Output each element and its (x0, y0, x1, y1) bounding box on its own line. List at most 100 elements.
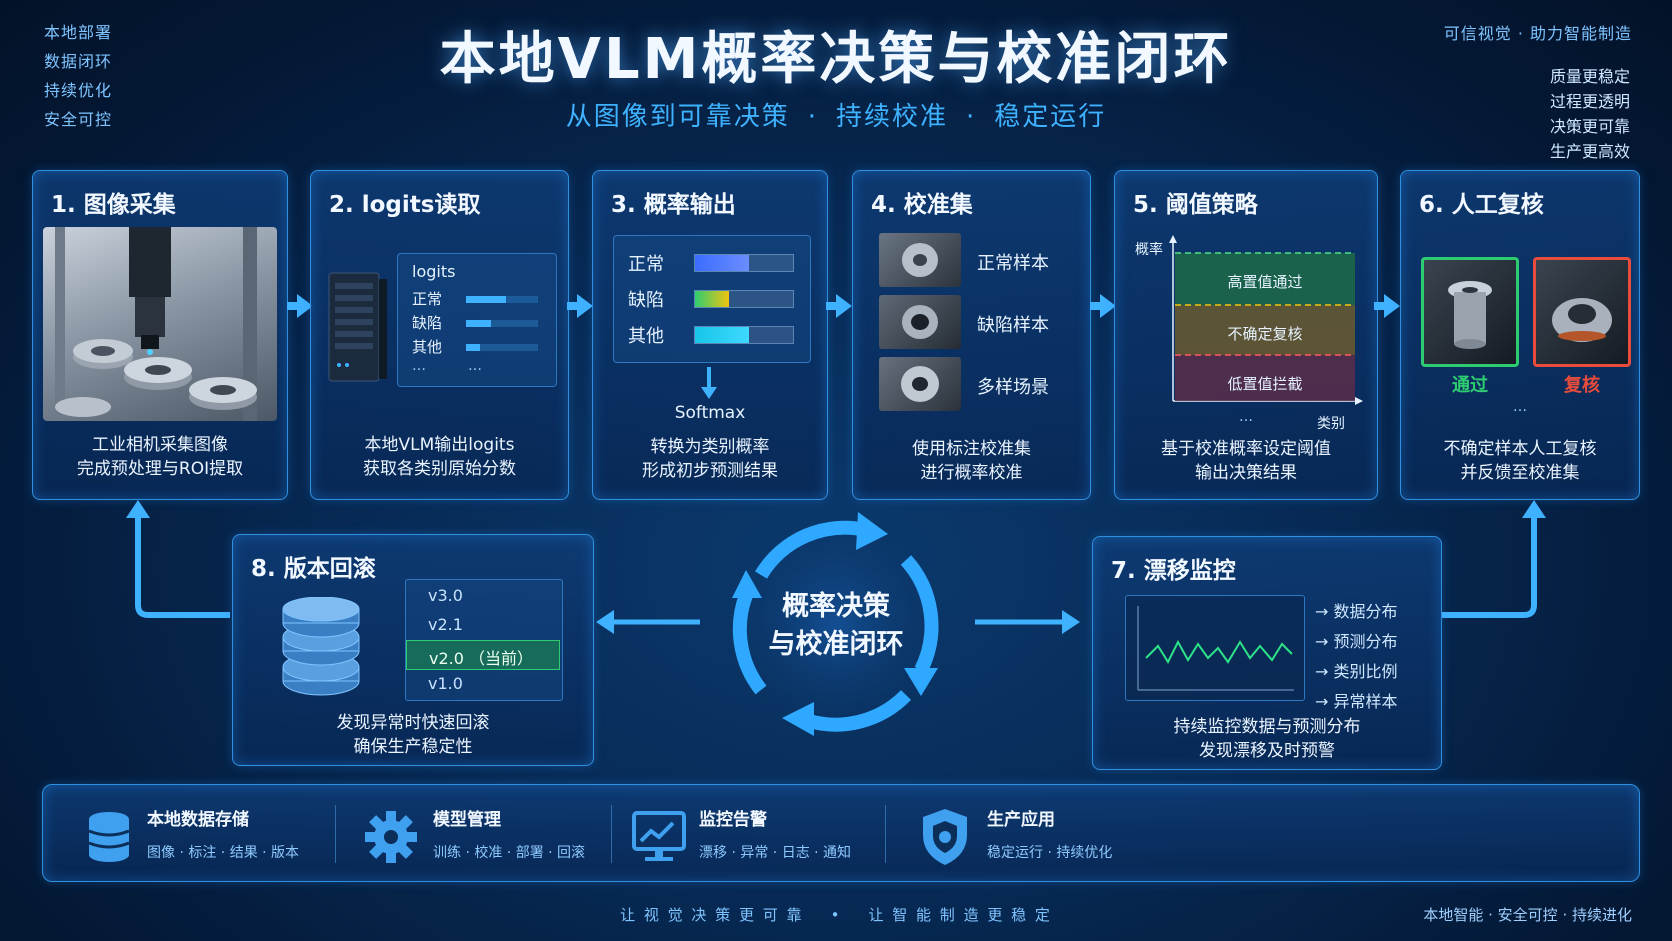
sample-label: 正常样本 (977, 253, 1049, 274)
sample-label: 缺陷样本 (977, 315, 1049, 336)
subtitle-part: 持续校准 (835, 102, 948, 132)
footer-text: 监控告警 漂移 · 异常 · 日志 · 通知 (699, 805, 879, 862)
footer-title: 模型管理 (433, 810, 501, 830)
camera-illustration (55, 227, 257, 421)
footer-sub: 稳定运行 · 持续优化 (987, 845, 1113, 861)
desc-line: 基于校准概率设定阈值 (1161, 439, 1331, 459)
desc-line: 使用标注校准集 (912, 439, 1031, 459)
flow-arrow (567, 294, 593, 318)
version-item[interactable]: v3.0 (428, 586, 463, 605)
loop-ring (718, 507, 954, 743)
desc-line: 进行概率校准 (920, 463, 1023, 483)
flow-arrow (1374, 294, 1400, 318)
prob-label: 正常 (628, 254, 664, 275)
desc-line: 确保生产稳定性 (353, 737, 473, 757)
footer-bar: 本地数据存储 图像 · 标注 · 结果 · 版本 模型管理 训练 · 校准 · … (42, 784, 1640, 882)
footer-title: 生产应用 (987, 810, 1055, 830)
footer-divider (335, 805, 336, 863)
sample-thumb-scene (879, 357, 961, 411)
sample-label: 多样场景 (977, 377, 1049, 398)
prob-label: 其他 (628, 326, 664, 347)
logits-box-title: logits (412, 262, 456, 281)
gear-icon (365, 811, 417, 863)
prob-label: 缺陷 (628, 290, 664, 311)
database-icon (88, 812, 130, 862)
version-item[interactable]: v1.0 (428, 674, 463, 693)
desc-line: 转换为类别概率 (650, 437, 770, 457)
panel-title: 8. 版本回滚 (251, 556, 376, 582)
top-right-item: 决策更可靠 (1549, 117, 1630, 136)
panel-manual-review: 6. 人工复核 通过 复核 … 不确定样本人工复核 并反馈至校准集 (1400, 170, 1640, 500)
axis-label-y: 概率 (1135, 242, 1163, 258)
review-sample (1533, 257, 1631, 367)
panel-threshold: 5. 阈值策略 概率 高置值通过 不确定复核 低置值拦截 … 类别 基于校准概率… (1114, 170, 1378, 500)
page-subtitle: 从图像到可靠决策·持续校准·稳定运行 (0, 96, 1672, 133)
panel-title: 2. logits读取 (329, 192, 481, 218)
version-item[interactable]: v2.1 (428, 615, 463, 634)
panel-drift-monitor: 7. 漂移监控 → 数据分布 → 预测分布 → 类别比例 → 异常样本 持续监控… (1092, 536, 1442, 770)
bottom-right-tagline: 本地智能 · 安全可控 · 持续进化 (1423, 906, 1632, 924)
softmax-label: Softmax (674, 403, 746, 423)
version-current-highlight[interactable]: v2.0 （当前） (406, 640, 560, 670)
footer-text: 本地数据存储 图像 · 标注 · 结果 · 版本 (147, 805, 337, 862)
top-right-item: 生产更高效 (1549, 142, 1630, 161)
desc-line: 工业相机采集图像 (92, 435, 228, 455)
prob-bar-track (694, 326, 794, 344)
ellipsis: … (1513, 399, 1527, 415)
panel-title: 3. 概率输出 (611, 192, 736, 218)
top-right-item: 过程更透明 (1549, 92, 1630, 111)
drift-metric: → 预测分布 (1315, 632, 1398, 651)
desc-line: 不确定样本人工复核 (1443, 439, 1597, 459)
panel-title: 1. 图像采集 (51, 192, 176, 218)
subtitle-dot: · (807, 102, 818, 132)
monitor-chart-icon (632, 811, 686, 861)
band-label-pass: 高置值通过 (1227, 273, 1303, 291)
drift-metric-list: → 数据分布 → 预测分布 → 类别比例 → 异常样本 (1315, 597, 1398, 717)
panel-desc: 本地VLM输出logits 获取各类别原始分数 (311, 433, 568, 481)
logits-bar (466, 320, 492, 327)
subtitle-part: 从图像到可靠决策 (565, 102, 790, 132)
pass-label: 通过 (1452, 375, 1488, 396)
logits-bar-track (466, 344, 538, 351)
logits-label: 其他 (412, 338, 443, 356)
desc-line: 本地VLM输出logits (364, 435, 515, 455)
server-icon (328, 272, 387, 382)
prob-bar-normal (695, 255, 749, 271)
panel-desc: 持续监控数据与预测分布 发现漂移及时预警 (1093, 715, 1441, 763)
center-line: 概率决策 (782, 591, 890, 622)
prob-bar-other (695, 327, 749, 343)
desc-line: 完成预处理与ROI提取 (76, 459, 244, 479)
flow-arrow (826, 294, 852, 318)
drift-metric: → 数据分布 (1315, 602, 1398, 621)
logits-bar-track (466, 320, 538, 327)
page-title: 本地VLM概率决策与校准闭环 (439, 27, 1233, 92)
prob-box: 正常 缺陷 其他 (613, 235, 811, 363)
desc-line: 获取各类别原始分数 (363, 459, 516, 479)
drift-metric-label: 预测分布 (1333, 632, 1398, 651)
down-arrow-icon (701, 367, 717, 399)
left-tag-list: 本地部署 数据闭环 持续优化 安全可控 (44, 18, 112, 134)
bottom-slogan: 让 视 觉 决 策 更 可 靠 • 让 智 能 制 造 更 稳 定 (620, 906, 1052, 924)
logits-bar-track (466, 296, 538, 303)
drift-line-chart (1137, 606, 1294, 691)
top-right-tagline: 可信视觉 · 助力智能制造 (1443, 24, 1632, 43)
flow-arrow (287, 294, 313, 318)
desc-line: 发现漂移及时预警 (1199, 741, 1335, 761)
footer-divider (611, 805, 612, 863)
drift-metric: → 类别比例 (1315, 662, 1398, 681)
footer-title: 本地数据存储 (147, 810, 249, 830)
desc-line: 输出决策结果 (1195, 463, 1297, 483)
flow-arrow (1090, 294, 1116, 318)
ellipsis: … (412, 358, 426, 374)
drift-chart-box (1125, 595, 1305, 701)
footer-sub: 图像 · 标注 · 结果 · 版本 (147, 845, 300, 861)
center-label: 概率决策 与校准闭环 (716, 588, 956, 664)
panel-title: 6. 人工复核 (1419, 192, 1544, 218)
threshold-chart (1169, 235, 1363, 405)
footer-title: 监控告警 (699, 810, 767, 830)
panel-desc: 发现异常时快速回滚 确保生产稳定性 (233, 711, 593, 759)
subtitle-part: 稳定运行 (994, 102, 1107, 132)
logits-label: 缺陷 (412, 314, 443, 332)
prob-bar-track (694, 290, 794, 308)
